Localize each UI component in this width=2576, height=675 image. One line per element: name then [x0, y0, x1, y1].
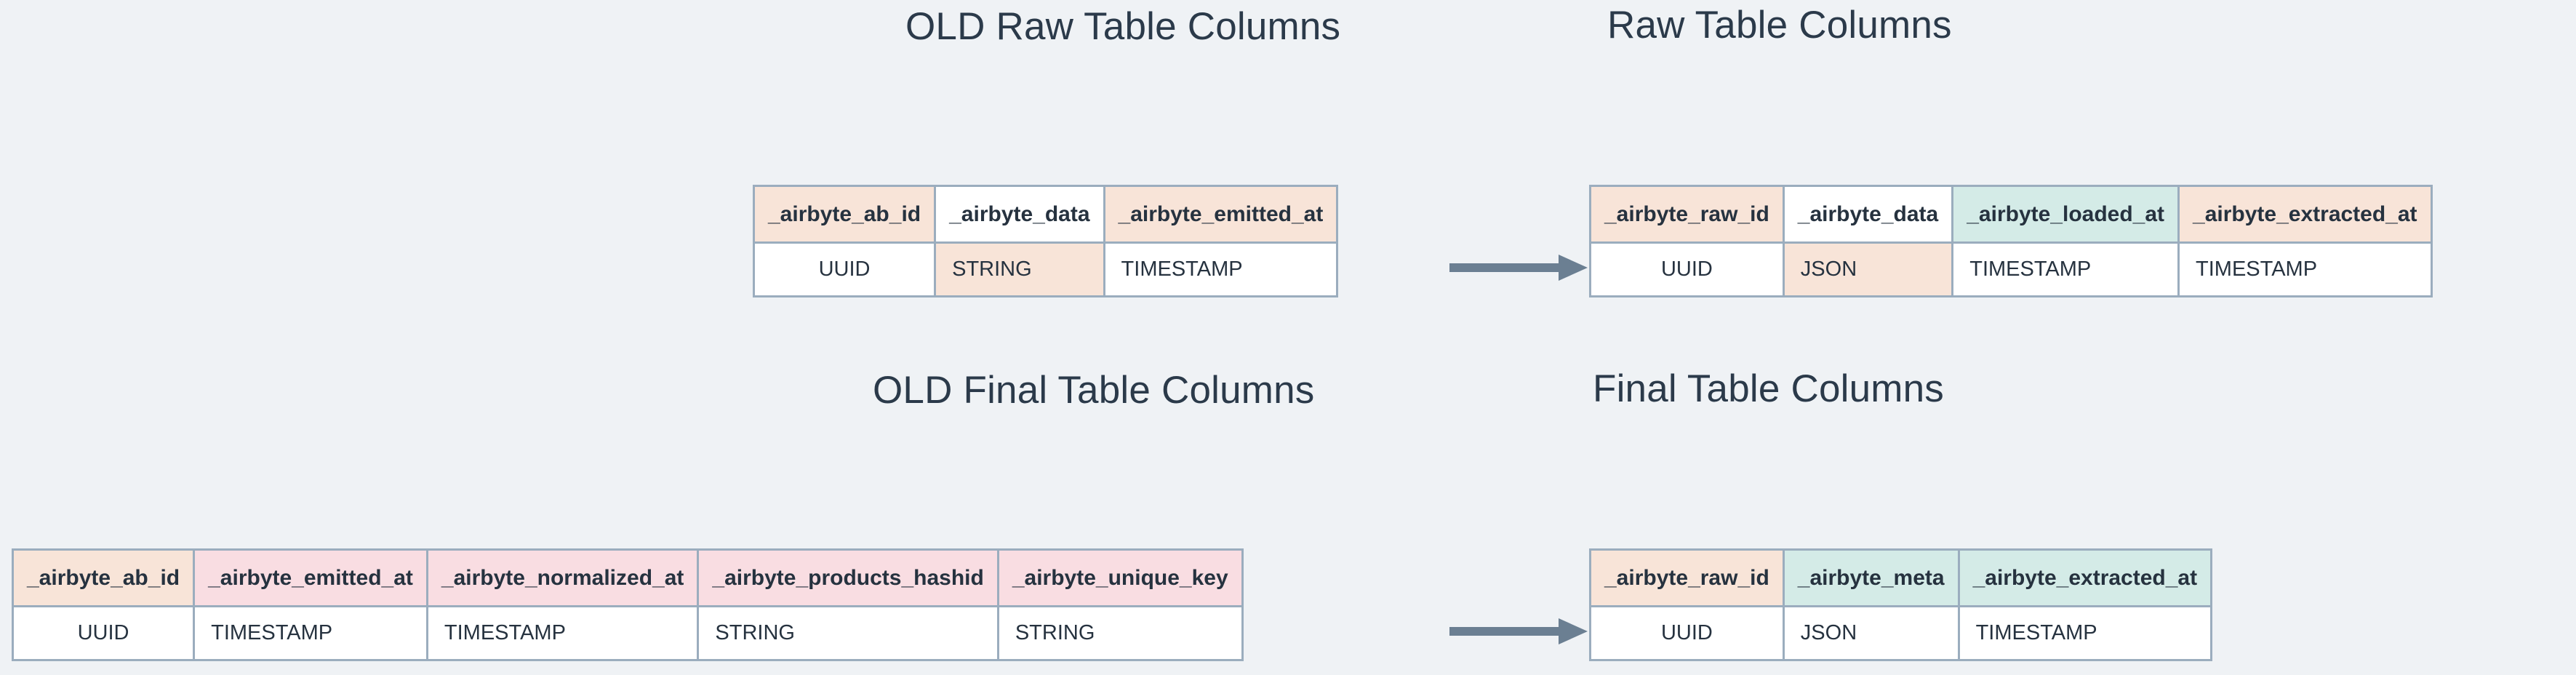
old-final-column-header-3: _airbyte_products_hashid	[697, 548, 999, 607]
old-final-table: _airbyte_ab_id_airbyte_emitted_at_airbyt…	[11, 548, 1244, 661]
new-final-header-row: _airbyte_raw_id_airbyte_meta_airbyte_ext…	[1589, 548, 2213, 607]
new-raw-table-title: Raw Table Columns	[1607, 4, 1952, 47]
new-raw-table: _airbyte_raw_id_airbyte_data_airbyte_loa…	[1589, 185, 2433, 297]
new-final-column-header-1: _airbyte_meta	[1782, 548, 1960, 607]
old-final-column-type-2: TIMESTAMP	[425, 605, 700, 661]
old-final-column-type-0: UUID	[11, 605, 196, 661]
old-final-column-type-1: TIMESTAMP	[193, 605, 428, 661]
old-raw-column-type-2: TIMESTAMP	[1103, 241, 1339, 297]
new-final-column-type-1: JSON	[1782, 605, 1960, 661]
old-raw-column-type-0: UUID	[752, 241, 937, 297]
new-raw-column-header-0: _airbyte_raw_id	[1589, 185, 1785, 244]
old-final-column-header-4: _airbyte_unique_key	[996, 548, 1244, 607]
new-final-table-title: Final Table Columns	[1593, 367, 1944, 410]
old-raw-column-header-2: _airbyte_emitted_at	[1103, 185, 1339, 244]
old-final-column-type-3: STRING	[697, 605, 999, 661]
old-final-column-header-2: _airbyte_normalized_at	[425, 548, 700, 607]
old-raw-table-title: OLD Raw Table Columns	[905, 5, 1341, 48]
new-raw-column-type-1: JSON	[1782, 241, 1954, 297]
new-raw-column-type-3: TIMESTAMP	[2177, 241, 2433, 297]
new-raw-column-type-0: UUID	[1589, 241, 1785, 297]
old-final-table-title: OLD Final Table Columns	[873, 369, 1315, 412]
old-final-column-header-0: _airbyte_ab_id	[11, 548, 196, 607]
raw-migration-arrow	[1449, 252, 1588, 283]
old-raw-column-type-1: STRING	[934, 241, 1105, 297]
new-raw-header-row: _airbyte_raw_id_airbyte_data_airbyte_loa…	[1589, 185, 2433, 244]
new-raw-column-header-2: _airbyte_loaded_at	[1951, 185, 2180, 244]
new-raw-column-header-3: _airbyte_extracted_at	[2177, 185, 2433, 244]
new-raw-column-type-2: TIMESTAMP	[1951, 241, 2180, 297]
old-raw-column-header-0: _airbyte_ab_id	[752, 185, 937, 244]
old-raw-column-header-1: _airbyte_data	[934, 185, 1105, 244]
final-migration-arrow	[1449, 616, 1588, 647]
new-raw-column-header-1: _airbyte_data	[1782, 185, 1954, 244]
new-final-column-header-0: _airbyte_raw_id	[1589, 548, 1785, 607]
new-final-table: _airbyte_raw_id_airbyte_meta_airbyte_ext…	[1589, 548, 2213, 661]
old-raw-table: _airbyte_ab_id_airbyte_data_airbyte_emit…	[752, 185, 1339, 297]
old-final-column-type-4: STRING	[996, 605, 1244, 661]
old-raw-header-row: _airbyte_ab_id_airbyte_data_airbyte_emit…	[752, 185, 1339, 244]
new-final-column-type-0: UUID	[1589, 605, 1785, 661]
new-final-column-header-2: _airbyte_extracted_at	[1957, 548, 2213, 607]
old-final-header-row: _airbyte_ab_id_airbyte_emitted_at_airbyt…	[11, 548, 1244, 607]
new-final-column-type-2: TIMESTAMP	[1957, 605, 2213, 661]
old-final-column-header-1: _airbyte_emitted_at	[193, 548, 428, 607]
